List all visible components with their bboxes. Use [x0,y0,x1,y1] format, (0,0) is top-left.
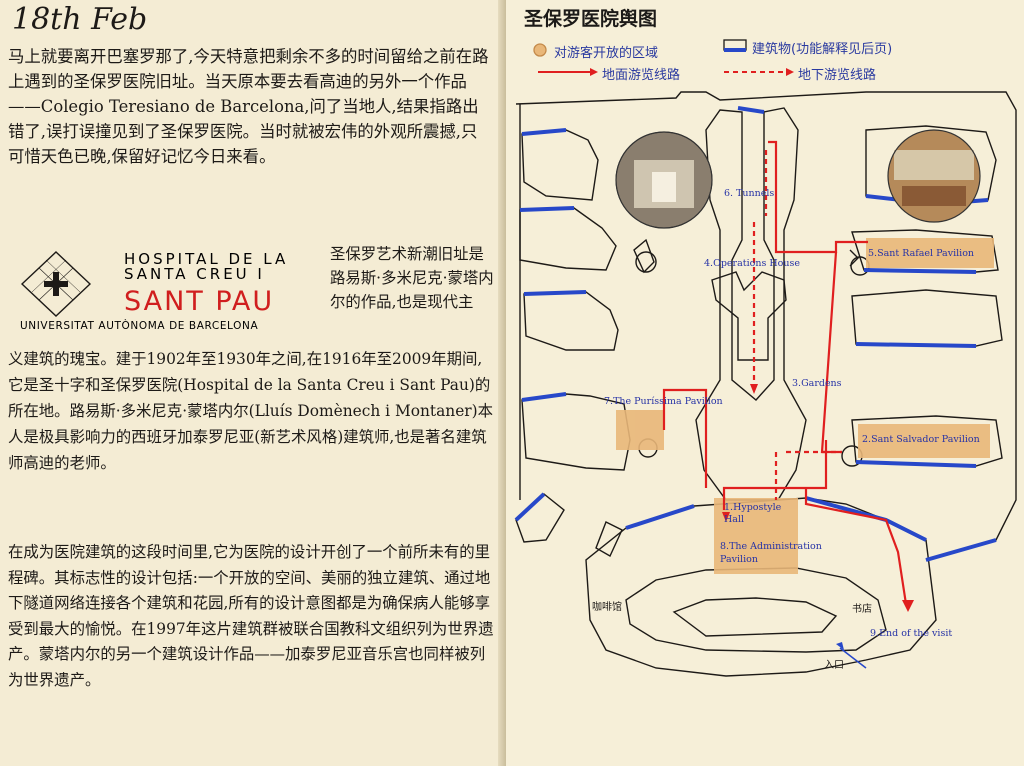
label-purissima-pavilion: 7.The Puríssima Pavilion [604,396,723,407]
label-entrance: 入口 [824,660,844,671]
label-tunnels: 6. Tunnels [724,188,775,199]
logo-sant-pau: SANT PAU [124,286,275,317]
open-area-purissima [616,410,664,450]
label-hypostyle-hall: 1.Hypostyle Hall [724,502,782,525]
journal-paragraph-3: 义建筑的瑰宝。建于1902年至1930年之间,在1916年至2009年期间,它是… [8,350,494,472]
label-gardens: 3.Gardens [792,378,842,389]
legend-ground-route: 地面游览线路 [602,68,681,83]
journal-paragraph-4: 在成为医院建筑的这段时间里,它为医院的设计开创了一个前所未有的里程碑。其标志性的… [8,543,494,689]
label-salvador-pavilion: 2.Sant Salvador Pavilion [862,434,980,445]
journal-paragraph-2: 圣保罗艺术新潮旧址是路易斯·多米尼克·蒙塔内尔的作品,也是现代主 [330,245,494,311]
journal-date: 18th Feb [12,2,148,37]
underground-route [752,150,842,500]
open-area-admin [714,498,798,574]
map-title: 圣保罗医院舆图 [524,8,658,30]
logo-line-2: SANTA CREU I [124,265,265,283]
photo-hall-icon [887,129,981,223]
photo-tunnel-icon [615,131,713,229]
open-area-salvador [858,424,990,458]
label-end-of-visit: 9.End of the visit [870,628,953,639]
legend-underground-route: 地下游览线路 [798,68,877,83]
legend-open-area-swatch [533,43,547,57]
hospital-logo: HOSPITAL DE LA SANTA CREU I SANT PAU UNI… [20,250,320,340]
open-areas [616,238,994,574]
left-page: 18th Feb 马上就要离开巴塞罗那了,今天特意把剩余不多的时间留给之前在路上… [0,0,506,766]
logo-line-1: HOSPITAL DE LA [124,250,289,268]
label-administration-pavilion: 8.The Administration Pavilion [720,541,822,565]
entrance-arrow-icon [839,647,867,669]
right-page: 圣保罗医院舆图 对游客开放的区域 建筑物(功能解释见后页) 地面游览线路 地下游… [506,0,1024,766]
legend-building: 建筑物(功能解释见后页) [752,42,893,57]
label-cafe: 咖啡馆 [592,602,622,613]
journal-paragraph-1: 马上就要离开巴塞罗那了,今天特意把剩余不多的时间留给之前在路上遇到的圣保罗医院旧… [8,47,489,166]
hospital-site-map [514,39,1017,677]
legend-open-area: 对游客开放的区域 [554,46,659,61]
hospital-cross-emblem-icon [20,251,92,317]
label-rafael-pavilion: 5.Sant Rafael Pavilion [868,248,975,259]
label-bookshop: 书店 [852,604,872,615]
logo-university: UNIVERSITAT AUTÒNOMA DE BARCELONA [20,320,259,332]
open-area-rafael [866,238,994,268]
label-operations-house: 4.Operations House [704,258,800,269]
